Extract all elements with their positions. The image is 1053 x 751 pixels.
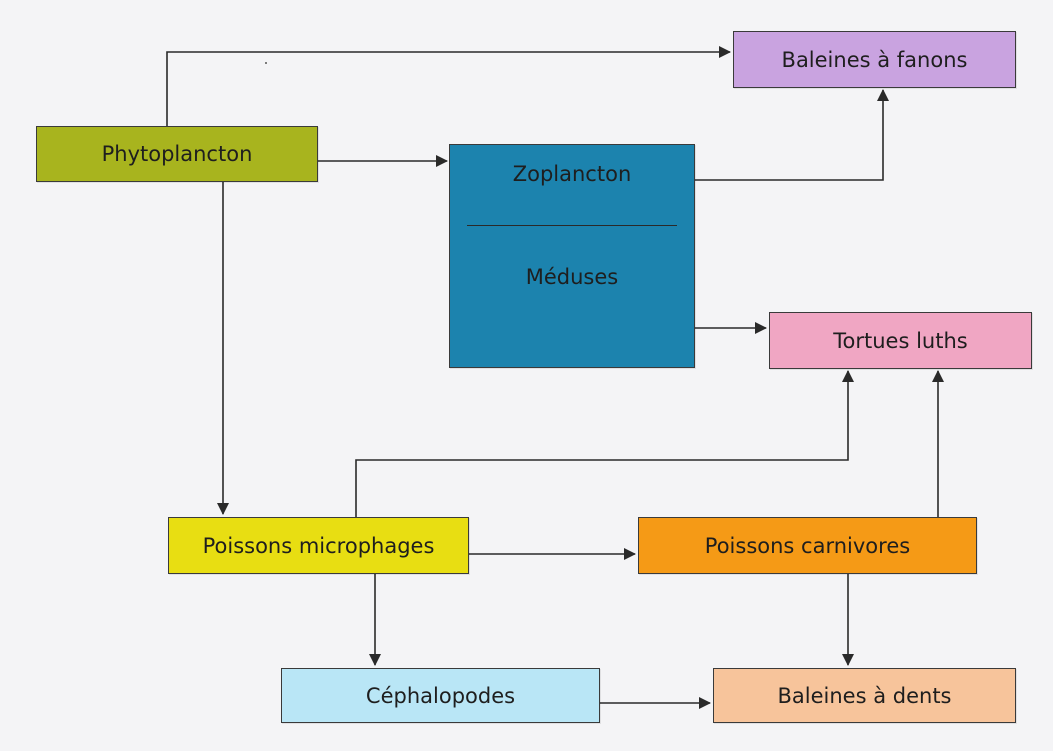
node-label: Baleines à dents bbox=[777, 683, 952, 708]
node-divider bbox=[467, 225, 677, 226]
node-phytoplancton[interactable]: Phytoplancton bbox=[36, 126, 318, 182]
node-label: Baleines à fanons bbox=[781, 47, 968, 72]
edge-zooplancton-to-baleines-fanons bbox=[695, 89, 889, 181]
node-zooplancton[interactable]: Zoplancton Méduses bbox=[449, 144, 695, 368]
edge-poissons-microphages-to-tortues-luths bbox=[355, 370, 854, 517]
node-poissons-microphages[interactable]: Poissons microphages bbox=[168, 517, 469, 574]
node-label-meduses: Méduses bbox=[525, 265, 619, 289]
node-label: Poissons microphages bbox=[202, 533, 435, 558]
node-label: Poissons carnivores bbox=[704, 533, 911, 558]
node-baleines-dents[interactable]: Baleines à dents bbox=[713, 668, 1016, 723]
node-poissons-carnivores[interactable]: Poissons carnivores bbox=[638, 517, 977, 574]
scan-speck bbox=[265, 62, 267, 64]
node-cephalopodes[interactable]: Céphalopodes bbox=[281, 668, 600, 723]
node-label-zoplancton: Zoplancton bbox=[512, 162, 632, 186]
node-label: Céphalopodes bbox=[365, 683, 516, 708]
node-baleines-fanons[interactable]: Baleines à fanons bbox=[733, 31, 1016, 88]
node-tortues-luths[interactable]: Tortues luths bbox=[769, 312, 1032, 369]
node-label: Tortues luths bbox=[833, 328, 968, 353]
node-label: Phytoplancton bbox=[101, 142, 253, 166]
edge-phytoplancton-to-baleines-fanons bbox=[166, 46, 731, 126]
